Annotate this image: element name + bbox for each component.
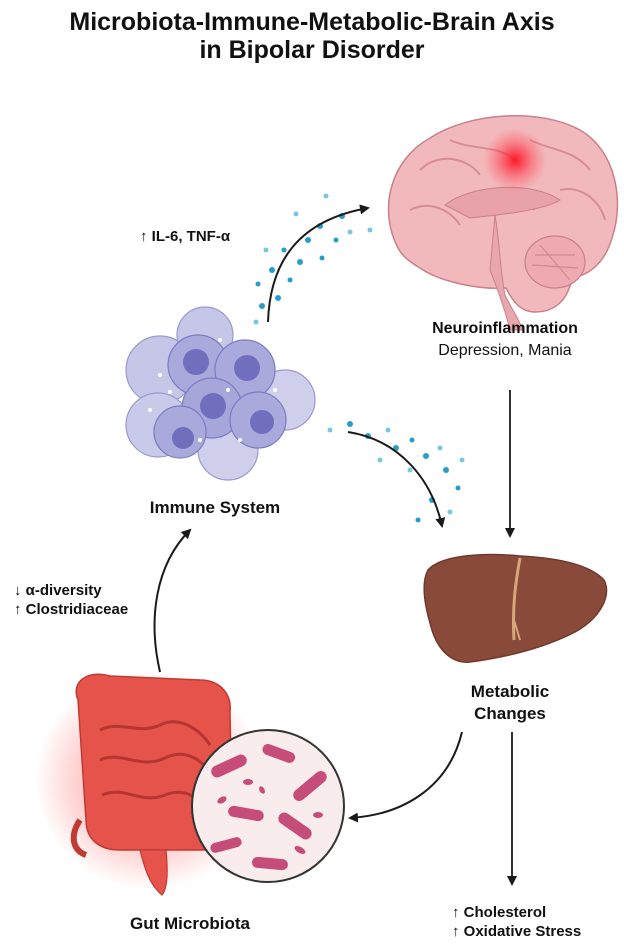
cytokine-dots-lower [327,421,465,523]
clostridiaceae-annotation: ↑ Clostridiaceae [14,601,129,618]
brain-icon [387,115,619,331]
metabolic-label-line-2: Changes [474,704,546,723]
arrow-metabolic-to-gut [348,731,463,823]
title-line-2: in Bipolar Disorder [199,36,425,64]
cytokine-annotation: ↑ IL-6, TNF-α [140,228,231,245]
diversity-annotation: ↓ α-diversity [14,582,102,599]
cholesterol-annotation: ↑ Cholesterol [452,904,547,921]
metabolic-label-line-1: Metabolic [470,682,550,701]
immune-cells-icon [125,306,316,481]
bacteria-magnifier-icon [191,729,345,883]
oxidative-annotation: ↑ Oxidative Stress [452,923,582,940]
gut-label: Gut Microbiota [130,914,250,933]
arrow-immune-to-metabolic [347,431,446,528]
arrow-gut-to-immune [153,528,192,673]
cytokine-dots-upper [253,193,373,325]
immune-label: Immune System [149,498,281,517]
brain-label: Neuroinflammation [432,320,578,337]
arrow-immune-to-brain [267,204,370,323]
brain-sublabel: Depression, Mania [438,342,572,359]
title-line-1: Microbiota-Immune-Metabolic-Brain Axis [69,8,555,36]
liver-icon [423,553,608,663]
